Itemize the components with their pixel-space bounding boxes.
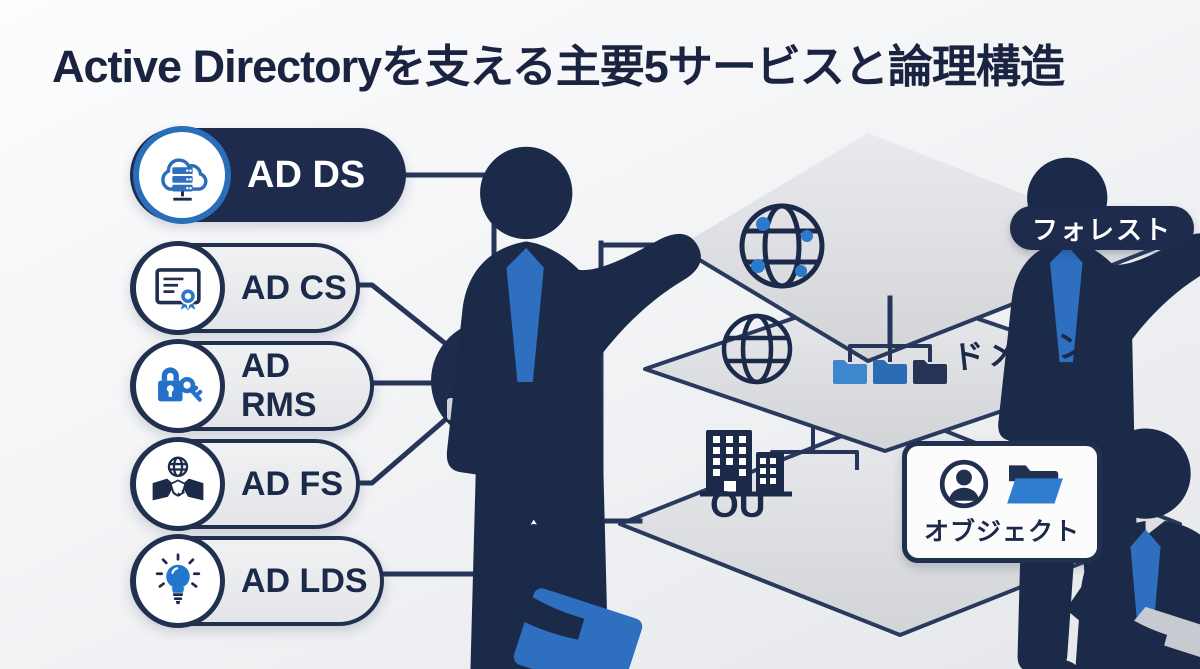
service-label-ad-lds: AD LDS: [241, 561, 368, 600]
service-pill-ad-rms: AD RMS: [130, 339, 374, 433]
service-label-ad-fs: AD FS: [241, 464, 343, 503]
object-box: オブジェクト: [902, 441, 1102, 563]
service-label-ad-ds: AD DS: [247, 153, 366, 196]
open-folder-icon: [1007, 465, 1063, 504]
lock-key-icon: [131, 339, 225, 433]
service-pill-ad-lds: AD LDS: [130, 534, 384, 628]
buildings-icon: [700, 430, 792, 497]
globe-network-icon: [739, 203, 825, 289]
businesswoman-tablet: [478, 412, 645, 669]
connector-ad-cs: [349, 282, 450, 348]
certificate-icon: [131, 241, 225, 335]
object-icons: [938, 458, 1066, 510]
folder-tree-small-icon: [833, 360, 947, 384]
service-label-ad-cs: AD CS: [241, 268, 347, 307]
service-pill-ad-cs: AD CS: [130, 241, 360, 335]
handshake-globe-icon: [131, 437, 225, 531]
service-pill-ad-ds: AD DS: [130, 126, 406, 224]
service-pill-ad-fs: AD FS: [130, 437, 360, 531]
object-label: オブジェクト: [923, 518, 1080, 546]
connector-ad-fs: [349, 415, 450, 486]
cloud-server-icon: [133, 126, 231, 224]
user-circle-icon: [939, 459, 989, 509]
forest-label: フォレスト: [1010, 206, 1195, 250]
globe-icon: [721, 313, 793, 385]
ou-label: OU: [710, 484, 766, 525]
connector-folder-tree: [848, 344, 932, 362]
service-label-ad-rms: AD RMS: [241, 347, 317, 424]
page-title: Active Directoryを支える主要5サービスと論理構造: [52, 41, 1065, 92]
lightbulb-icon: [131, 534, 225, 628]
